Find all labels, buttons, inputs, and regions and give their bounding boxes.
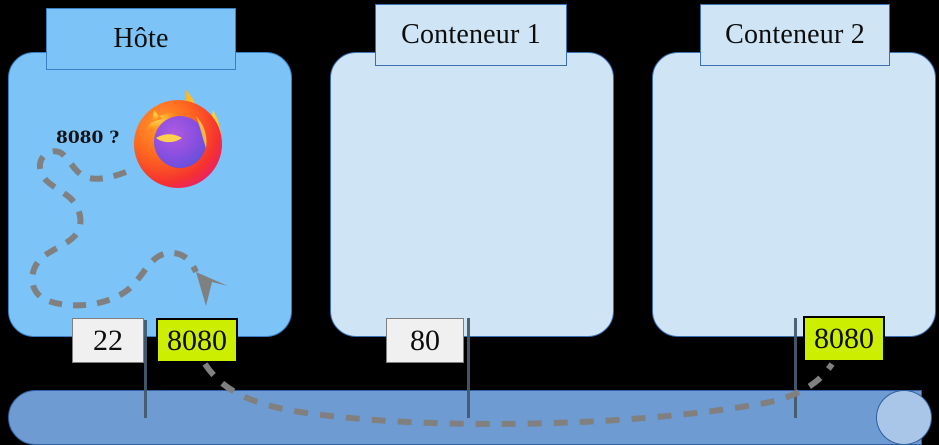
host-port-connector-line xyxy=(144,320,147,418)
host-port-8080-label: 8080 xyxy=(167,323,227,357)
container-1-port-80-label: 80 xyxy=(410,323,440,357)
container-1-node[interactable] xyxy=(330,52,614,337)
host-port-22-label: 22 xyxy=(93,323,123,357)
network-bus-cap xyxy=(876,390,932,445)
container-2-title-label: Conteneur 2 xyxy=(725,19,865,50)
container-1-port-connector-line xyxy=(467,318,470,418)
host-port-question-label: 8080 ? xyxy=(56,128,120,148)
container-2-port-8080[interactable]: 8080 xyxy=(803,316,885,362)
host-port-22[interactable]: 22 xyxy=(72,318,144,363)
container-1-title-label: Conteneur 1 xyxy=(401,19,541,50)
container-2-node[interactable] xyxy=(652,52,936,337)
container-2-title-box[interactable]: Conteneur 2 xyxy=(700,4,890,66)
host-port-8080[interactable]: 8080 xyxy=(156,318,238,363)
container-1-port-80[interactable]: 80 xyxy=(386,318,464,363)
container-1-title-box[interactable]: Conteneur 1 xyxy=(375,4,567,66)
firefox-logo-icon xyxy=(128,86,228,190)
container-2-port-8080-label: 8080 xyxy=(814,322,874,355)
container-2-port-connector-line xyxy=(794,318,797,418)
host-title-label: Hôte xyxy=(113,23,169,54)
host-title-box[interactable]: Hôte xyxy=(46,8,236,70)
